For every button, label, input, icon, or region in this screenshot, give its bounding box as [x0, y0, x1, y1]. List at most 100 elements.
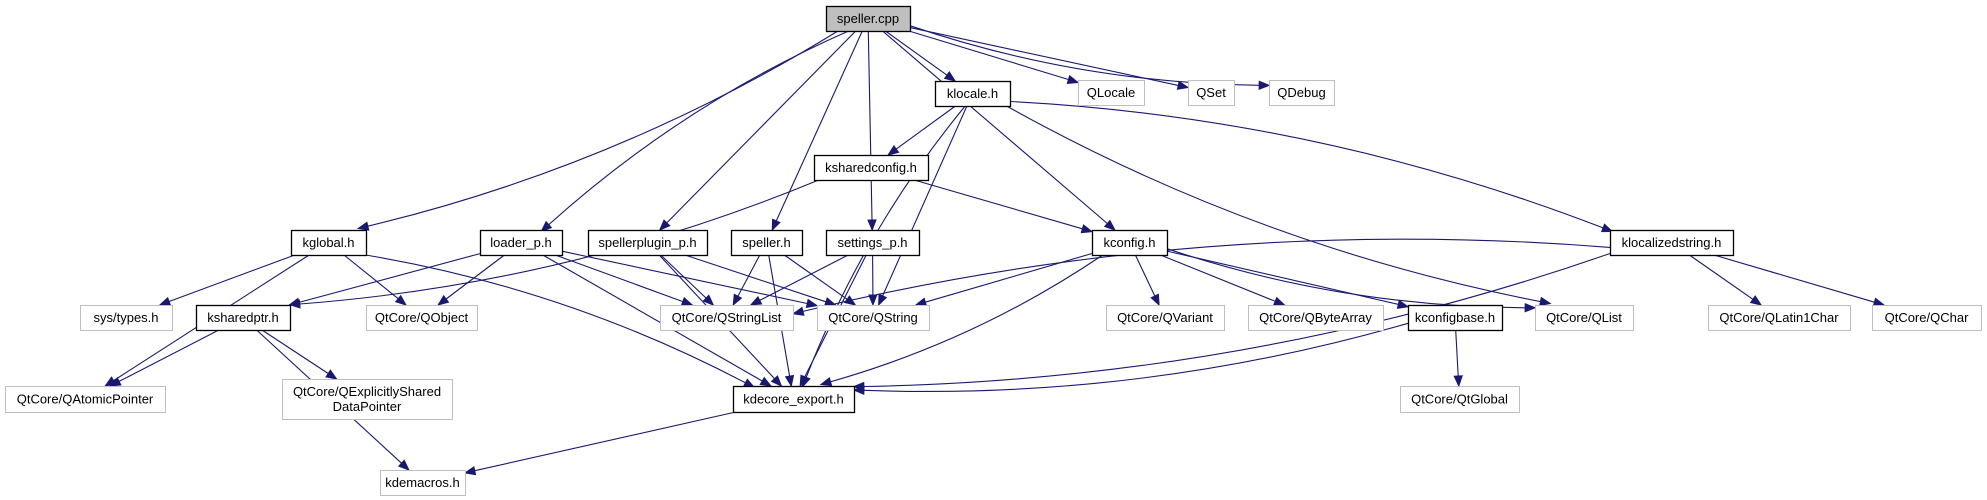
node-box	[1188, 80, 1235, 106]
node-QVariant: QtCore/QVariant	[1106, 305, 1225, 331]
node-box	[479, 229, 564, 257]
edge-line	[1009, 100, 1604, 229]
edge-speller_cpp-to-QLocale	[908, 30, 1080, 84]
node-box	[660, 305, 794, 331]
edge-speller_h-to-QStringList	[732, 254, 761, 307]
edge-loader_p_h-to-kdecore_export_h	[542, 254, 773, 387]
node-ksharedptr-h[interactable]: ksharedptr.h	[195, 304, 292, 332]
edge-line	[367, 30, 839, 227]
edge-speller_cpp-to-klocale_h	[885, 30, 957, 82]
edge-loader_p_h-to-QString	[561, 250, 819, 309]
arrowhead-icon	[867, 219, 877, 232]
edge-speller_cpp-to-loader_p_h	[540, 30, 849, 233]
arrowhead-icon	[749, 296, 763, 306]
node-settings-p-h[interactable]: settings_p.h	[825, 229, 921, 257]
node-QSet: QSet	[1188, 80, 1235, 106]
node-label: kconfigbase.h	[1415, 310, 1495, 325]
edge-line	[737, 254, 761, 297]
node-label: QtCore/QChar	[1885, 310, 1969, 325]
arrowhead-icon	[108, 377, 122, 387]
arrowhead-icon	[540, 220, 553, 233]
edge-line	[1455, 329, 1459, 377]
node-QObject: QtCore/QObject	[366, 305, 478, 331]
node-label: QtCore/QLatin1Char	[1719, 310, 1839, 325]
arrowhead-icon	[325, 369, 338, 380]
node-label: kglobal.h	[302, 235, 354, 250]
edge-line	[118, 329, 220, 382]
node-ksharedconfig-h[interactable]: ksharedconfig.h	[813, 154, 930, 182]
arrowhead-icon	[288, 297, 301, 307]
edge-line	[168, 254, 295, 303]
node-QString: QtCore/QString	[817, 305, 930, 331]
edge-line	[365, 254, 746, 384]
arrowhead-icon	[1176, 80, 1190, 90]
node-klocalizedstring-h[interactable]: klocalizedstring.h	[1609, 229, 1735, 257]
node-box	[380, 470, 466, 496]
node-box	[1248, 305, 1384, 331]
node-label: ksharedconfig.h	[825, 160, 917, 175]
edge-klocalizedstring_h-to-QStringList	[792, 238, 1611, 316]
node-box	[1535, 305, 1634, 331]
arrowhead-icon	[1749, 295, 1763, 306]
node-QChar: QtCore/QChar	[1872, 305, 1982, 331]
node-QDebug: QDebug	[1269, 80, 1335, 106]
node-box	[1872, 305, 1982, 331]
arrowhead-icon	[771, 218, 781, 232]
arrowhead-icon	[394, 294, 408, 306]
node-label: QtCore/QVariant	[1117, 310, 1213, 325]
node-box	[195, 304, 292, 332]
edge-ksharedptr_h-to-QExplicitlySharedDataPointer	[261, 329, 338, 380]
node-kconfigbase-h[interactable]: kconfigbase.h	[1407, 304, 1504, 332]
node-spellerplugin-p-h[interactable]: spellerplugin_p.h	[587, 229, 709, 257]
node-box	[366, 305, 478, 331]
edge-line	[1134, 254, 1156, 297]
node-QtGlobal: QtCore/QtGlobal	[1400, 386, 1520, 413]
edge-ksharedptr_h-to-QAtomicPointer	[108, 329, 220, 387]
edge-line	[1006, 105, 1541, 303]
arrowhead-icon	[759, 376, 773, 387]
edge-speller_cpp-to-spellerplugin_p_h	[658, 30, 857, 231]
node-speller-h[interactable]: speller.h	[730, 229, 804, 257]
node-label: QtCore/QObject	[375, 310, 469, 325]
edge-speller_cpp-to-QDebug	[909, 25, 1271, 91]
node-label: QtCore/QAtomicPointer	[17, 392, 154, 407]
edge-loader_p_h-to-ksharedptr_h	[288, 253, 481, 307]
node-box	[1609, 229, 1735, 257]
edge-line	[909, 25, 1260, 86]
node-box	[730, 229, 804, 257]
arrowhead-icon	[1103, 219, 1116, 231]
node-speller-cpp[interactable]: speller.cpp	[825, 5, 912, 33]
arrowhead-icon	[770, 375, 783, 387]
node-box	[732, 385, 856, 414]
arrowhead-icon	[356, 221, 370, 231]
edge-line	[802, 238, 1611, 312]
arrowhead-icon	[914, 297, 928, 307]
node-box	[813, 154, 930, 182]
node-label: kdemacros.h	[385, 475, 459, 490]
arrowhead-icon	[1396, 299, 1410, 309]
node-label: QLocale	[1087, 85, 1135, 100]
arrowhead-icon	[1524, 303, 1537, 313]
node-klocale-h[interactable]: klocale.h	[934, 80, 1012, 108]
arrowhead-icon	[1453, 375, 1463, 388]
arrowhead-icon	[732, 293, 743, 307]
edge-kconfigbase_h-to-QtGlobal	[1453, 329, 1463, 388]
edge-loader_p_h-to-QStringList	[555, 254, 694, 306]
edge-line	[775, 30, 863, 222]
edge-kconfig_h-to-QByteArray	[1160, 254, 1286, 306]
node-label: spellerplugin_p.h	[598, 235, 696, 250]
edge-klocale_h-to-QString	[878, 105, 968, 307]
node-loader-p-h[interactable]: loader_p.h	[479, 229, 564, 257]
node-kdecore-export-h[interactable]: kdecore_export.h	[732, 385, 856, 414]
edge-speller_cpp-to-kglobal_h	[356, 30, 839, 231]
edge-line	[666, 30, 857, 224]
node-kglobal-h[interactable]: kglobal.h	[290, 229, 368, 257]
edge-line	[1166, 250, 1399, 305]
node-box	[1708, 305, 1851, 331]
node-QLocale: QLocale	[1078, 80, 1145, 106]
arrowhead-icon	[1600, 223, 1614, 233]
node-kdemacros-h: kdemacros.h	[380, 470, 466, 496]
node-kconfig-h[interactable]: kconfig.h	[1091, 229, 1169, 257]
arrowhead-icon	[886, 145, 900, 156]
edges-layer	[104, 25, 1886, 476]
